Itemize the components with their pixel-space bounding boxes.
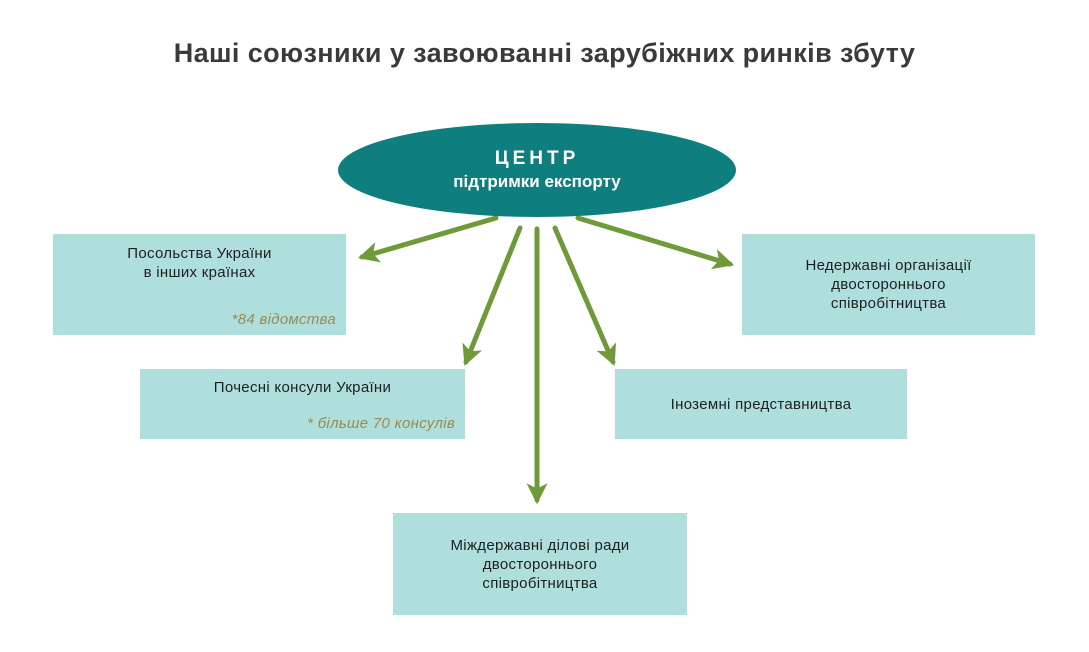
arrow-to-foreign-offices: [552, 225, 616, 366]
node-business-councils-text: Міждержавні ділові ради двостороннього с…: [450, 536, 630, 592]
node-embassies-note: *84 відомства: [231, 311, 336, 328]
node-foreign-offices: Іноземні представництва: [615, 369, 907, 439]
arrow-to-consuls: [462, 225, 523, 366]
node-ngos-text: Недержавні організації двостороннього сп…: [805, 257, 972, 312]
node-consuls: Почесні консули України * більше 70 конс…: [140, 369, 465, 439]
node-consuls-note: * більше 70 консулів: [307, 415, 455, 432]
node-consuls-text: Почесні консули України: [213, 379, 392, 396]
center-subtitle: підтримки експорту: [453, 172, 621, 191]
node-embassies: Посольства України в інших країнах *84 в…: [53, 234, 346, 335]
node-ngos: Недержавні організації двостороннього сп…: [742, 234, 1035, 335]
node-business-councils: Міждержавні ділові ради двостороннього с…: [393, 513, 687, 615]
node-foreign-offices-text: Іноземні представництва: [670, 395, 852, 413]
page-title: Наші союзники у завоюванні зарубіжних ри…: [173, 38, 916, 68]
center-node: ЦЕНТР підтримки експорту: [338, 123, 736, 217]
arrow-to-ngos: [575, 215, 735, 270]
arrow-to-embassies: [357, 215, 499, 263]
center-title: ЦЕНТР: [494, 148, 580, 169]
node-embassies-text: Посольства України в інших країнах: [127, 245, 272, 281]
